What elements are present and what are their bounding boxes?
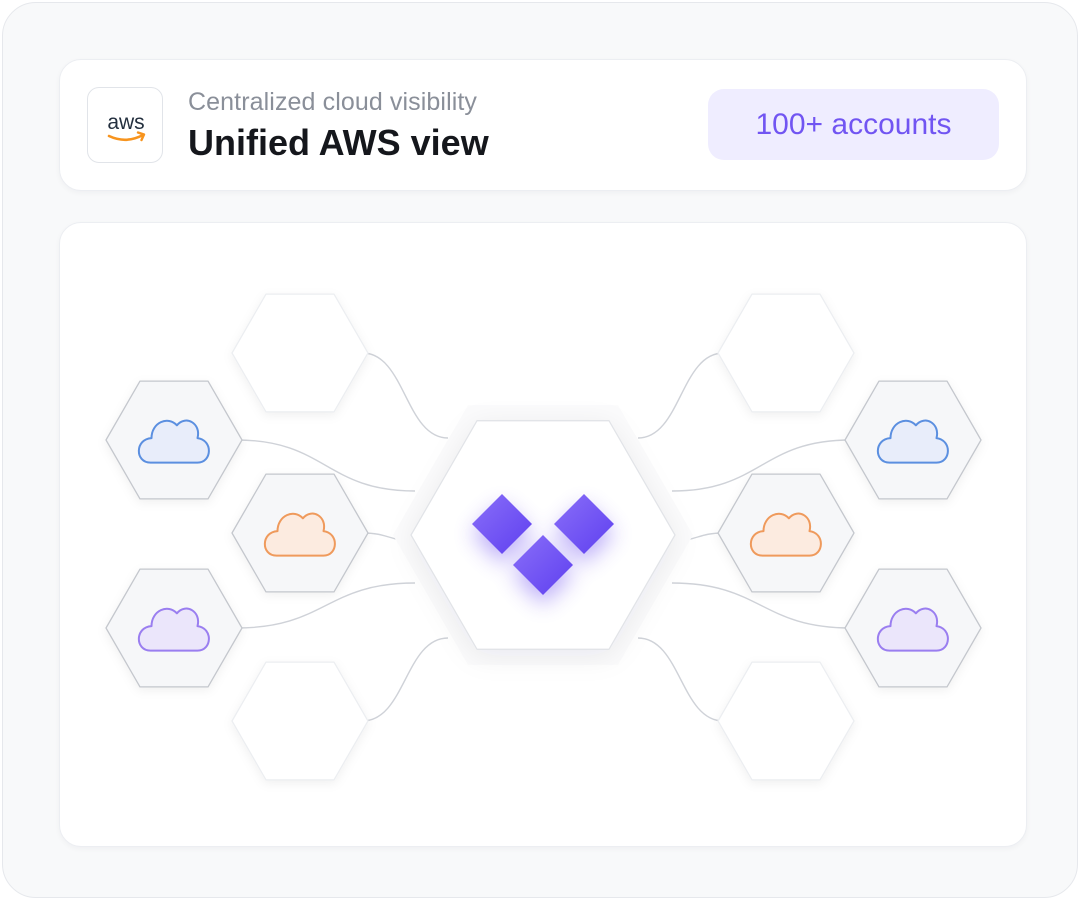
hex-shape	[717, 293, 855, 413]
node-right-5	[717, 661, 855, 781]
brand-tile-1	[472, 494, 532, 554]
brand-tile-3	[513, 535, 573, 595]
node-right-1	[717, 293, 855, 413]
cloud-icon	[876, 419, 949, 464]
cloud-icon	[137, 419, 210, 464]
connector-line-left-5	[362, 637, 449, 722]
cloud-icon	[876, 607, 949, 652]
accounts-badge: 100+ accounts	[708, 89, 999, 160]
aws-logo-text: aws	[107, 111, 144, 134]
connector-line-right-1	[637, 352, 724, 439]
cloud-icon	[263, 512, 336, 557]
connector-line-left-1	[362, 352, 449, 439]
cloud-icon	[749, 512, 822, 557]
header-title: Unified AWS view	[188, 122, 489, 163]
cloud-icon	[137, 607, 210, 652]
hex-shape	[231, 661, 369, 781]
brand-tile-2	[554, 494, 614, 554]
connector-line-right-2	[671, 439, 851, 492]
aws-logo: aws	[87, 87, 163, 163]
connector-lines	[236, 352, 851, 722]
header-subtitle: Centralized cloud visibility	[188, 88, 478, 116]
brand-tiles-icon	[472, 494, 614, 595]
aws-logo-icon: aws	[107, 111, 146, 142]
node-right-3	[717, 473, 855, 593]
node-layer	[105, 293, 982, 781]
connector-line-left-4	[236, 582, 416, 629]
node-left-5	[231, 661, 369, 781]
connector-line-right-5	[637, 637, 724, 722]
header-card: aws Centralized cloud visibility Unified…	[59, 59, 1027, 191]
hub-diagram	[105, 293, 982, 781]
hub-node	[393, 405, 693, 665]
connector-line-right-4	[671, 582, 851, 629]
node-left-3	[231, 473, 369, 593]
connector-line-left-2	[236, 439, 416, 492]
node-right-4	[844, 568, 982, 688]
node-left-4	[105, 568, 243, 688]
node-right-2	[844, 380, 982, 500]
node-left-1	[231, 293, 369, 413]
diagram-card	[59, 222, 1027, 847]
hex-shape	[717, 661, 855, 781]
hex-shape	[231, 293, 369, 413]
node-left-2	[105, 380, 243, 500]
